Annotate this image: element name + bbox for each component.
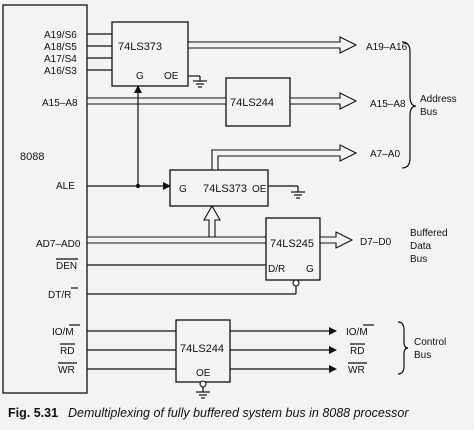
latch-high-g-label: G	[136, 71, 144, 82]
processor-name: 8088	[20, 151, 44, 163]
transceiver-74ls245	[265, 217, 321, 281]
ad-to-latch-low-arrow	[203, 204, 221, 238]
pin-a19-s6-label: A19/S6	[44, 30, 77, 41]
caption-text: Demultiplexing of fully buffered system …	[68, 406, 409, 420]
pin-a17-s4-label: A17/S4	[44, 54, 77, 65]
pin-ale-label: ALE	[56, 181, 75, 192]
pin-a16-s3-label: A16/S3	[44, 66, 77, 77]
data-bus-label-line3: Bus	[410, 254, 427, 265]
address-bus-label-line1: Address	[420, 94, 457, 105]
data-bus-label-line1: Buffered	[410, 228, 448, 239]
buffer-addr-name: 74LS244	[230, 97, 274, 109]
a15-a8-input-bus	[86, 97, 227, 105]
caption-number: Fig. 5.31	[8, 406, 59, 420]
processor-8088-block	[2, 4, 88, 394]
ad7-ad0-input-bus	[86, 236, 267, 244]
d7-d0-bus-arrow	[319, 231, 354, 249]
a19-a16-bus-arrow	[187, 36, 358, 54]
out-a19-a16-label: A19–A16	[366, 42, 408, 53]
address-bus-brace	[401, 41, 417, 169]
latch-high-name: 74LS373	[118, 41, 162, 53]
control-bus-label-line1: Control	[414, 337, 446, 348]
transceiver-g-label: G	[306, 264, 314, 275]
figure-caption: Fig. 5.31 Demultiplexing of fully buffere…	[8, 404, 408, 422]
pin-dt-r-label: DT/R	[48, 290, 71, 301]
latch-high-74ls373	[111, 21, 189, 87]
latch-high-oe-label: OE	[164, 71, 179, 82]
out-a7-a0-label: A7–A0	[370, 149, 400, 160]
buffer-addr-74ls244	[225, 77, 291, 127]
out-a15-a8-label: A15–A8	[370, 99, 406, 110]
pin-a15-a8-label: A15–A8	[42, 98, 78, 109]
pin-a18-s5-label: A18/S5	[44, 42, 77, 53]
out-d7-d0-label: D7–D0	[360, 237, 392, 248]
control-bus-label-line2: Bus	[414, 350, 431, 361]
a7-a0-bus-arrow	[211, 144, 358, 171]
dt-r-inversion-bubble	[292, 279, 300, 287]
out-rd-label: RD	[350, 346, 364, 357]
pin-io-m-label: IO/M	[52, 327, 74, 338]
buffer-ctrl-name: 74LS244	[180, 343, 224, 355]
pin-den-label: DEN	[56, 261, 77, 272]
latch-low-oe-label: OE	[252, 184, 267, 195]
out-wr-label: WR	[348, 365, 365, 376]
pin-rd-label: RD	[60, 346, 74, 357]
data-bus-label-line2: Data	[410, 241, 432, 252]
latch-low-g-label: G	[179, 184, 187, 195]
address-bus-label-line2: Bus	[420, 107, 437, 118]
out-io-m-label: IO/M	[346, 327, 368, 338]
buffer-ctrl-74ls244	[175, 319, 231, 383]
buffer-ctrl-oe-label: OE	[196, 368, 211, 379]
transceiver-name: 74LS245	[270, 238, 314, 250]
transceiver-dr-label: D/R	[268, 264, 285, 275]
pin-wr-label: WR	[58, 365, 75, 376]
control-bus-brace	[397, 321, 409, 375]
pin-ad7-ad0-label: AD7–AD0	[36, 239, 81, 250]
buffer-ctrl-oe-bubble	[199, 380, 207, 388]
latch-low-name: 74LS373	[203, 183, 247, 195]
a15-a8-bus-arrow	[289, 92, 358, 110]
